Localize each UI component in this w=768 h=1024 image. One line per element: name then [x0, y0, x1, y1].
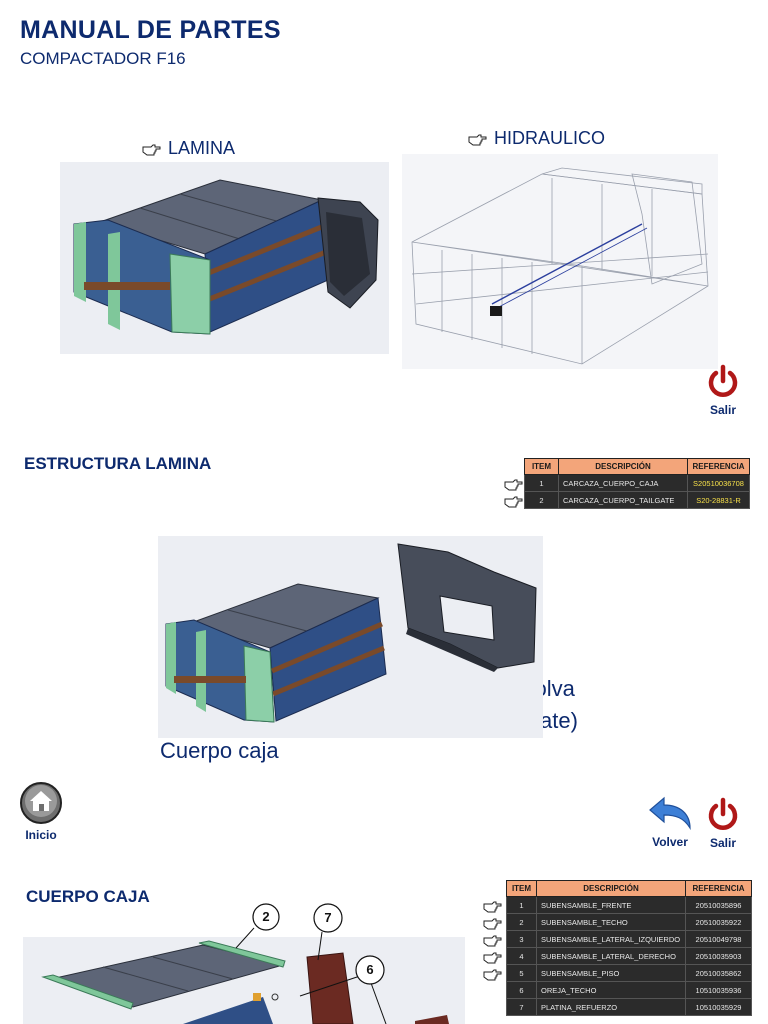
row-ref-link[interactable]: S20510036708: [687, 474, 750, 492]
cuerpo-exploded-image: [23, 937, 465, 1024]
estructura-render-image: [158, 536, 543, 738]
table-row: 7 PLATINA_REFUERZO 10510035929: [506, 998, 752, 1016]
lamina-render-image[interactable]: [60, 162, 389, 354]
row-desc: SUBENSAMBLE_LATERAL_IZQUIERDO: [536, 930, 686, 948]
estructura-section-title: ESTRUCTURA LAMINA: [24, 454, 212, 473]
row-item: 6: [506, 981, 537, 999]
row-desc: PLATINA_REFUERZO: [536, 998, 686, 1016]
power-icon: [708, 797, 738, 830]
estructura-parts-table: ITEM DESCRIPCIÓN REFERENCIA 1 CARCAZA_CU…: [524, 458, 750, 509]
table-row[interactable]: 2 CARCAZA_CUERPO_TAILGATE S20-28831-R: [524, 491, 750, 509]
row-link-5[interactable]: [483, 965, 503, 982]
row-desc: CARCAZA_CUERPO_CAJA: [558, 474, 688, 492]
pointing-hand-icon: [483, 901, 502, 912]
row-ref: 20510035903: [685, 947, 752, 965]
row-desc: SUBENSAMBLE_LATERAL_DERECHO: [536, 947, 686, 965]
col-descripcion: DESCRIPCIÓN: [558, 458, 688, 475]
row-item: 1: [506, 896, 537, 914]
row-item: 3: [506, 930, 537, 948]
estructura-row-links: [504, 475, 524, 509]
home-icon: [20, 782, 62, 824]
pointing-hand-icon: [483, 969, 502, 980]
table-row[interactable]: 1 SUBENSAMBLE_FRENTE 20510035896: [506, 896, 752, 914]
exploded-view-render: [41, 940, 449, 1024]
body-and-tailgate-render: [165, 543, 537, 723]
col-referencia: REFERENCIA: [687, 458, 750, 475]
row-link-1[interactable]: [504, 475, 524, 492]
row-item: 2: [524, 491, 559, 509]
row-ref: 20510035896: [685, 896, 752, 914]
row-link-2[interactable]: [483, 914, 503, 931]
volver-button-label: Volver: [652, 835, 688, 849]
row-ref: 10510035929: [685, 998, 752, 1016]
page-title: MANUAL DE PARTES: [20, 16, 281, 44]
row-item: 7: [506, 998, 537, 1016]
hidraulico-link-label: HIDRAULICO: [494, 128, 606, 148]
table-row[interactable]: 3 SUBENSAMBLE_LATERAL_IZQUIERDO 20510049…: [506, 930, 752, 948]
cuerpo-parts-table: ITEM DESCRIPCIÓN REFERENCIA 1 SUBENSAMBL…: [506, 880, 752, 1016]
row-item: 5: [506, 964, 537, 982]
col-referencia: REFERENCIA: [685, 880, 752, 897]
row-ref: 20510035862: [685, 964, 752, 982]
pointing-hand-icon: [483, 952, 502, 963]
col-item: ITEM: [524, 458, 559, 475]
page-subtitle: COMPACTADOR F16: [20, 49, 186, 68]
hydraulic-wireframe-render: [411, 167, 709, 365]
row-desc: OREJA_TECHO: [536, 981, 686, 999]
power-icon: [708, 364, 738, 397]
row-ref: 10510035936: [685, 981, 752, 999]
pointing-hand-icon: [142, 144, 161, 155]
table-row[interactable]: 2 SUBENSAMBLE_TECHO 20510035922: [506, 913, 752, 931]
table-row: 6 OREJA_TECHO 10510035936: [506, 981, 752, 999]
callout-7: 7: [324, 910, 332, 925]
volver-button[interactable]: Volver: [644, 794, 696, 849]
table-row[interactable]: 5 SUBENSAMBLE_PISO 20510035862: [506, 964, 752, 982]
table-row[interactable]: 4 SUBENSAMBLE_LATERAL_DERECHO 2051003590…: [506, 947, 752, 965]
lamina-link[interactable]: LAMINA: [142, 138, 235, 159]
callout-6: 6: [366, 962, 374, 977]
row-link-3[interactable]: [483, 931, 503, 948]
callout-2: 2: [262, 909, 270, 924]
col-descripcion: DESCRIPCIÓN: [536, 880, 686, 897]
row-ref: 20510049798: [685, 930, 752, 948]
lamina-link-label: LAMINA: [168, 138, 236, 158]
row-item: 1: [524, 474, 559, 492]
hidraulico-render-image[interactable]: [402, 154, 718, 369]
pointing-hand-icon: [483, 918, 502, 929]
tolva-caption-line2: ate): [540, 708, 578, 733]
cuerpo-section-title: CUERPO CAJA: [26, 887, 150, 906]
salir-button-label: Salir: [709, 403, 736, 417]
row-desc: SUBENSAMBLE_TECHO: [536, 913, 686, 931]
col-item: ITEM: [506, 880, 537, 897]
row-link-2[interactable]: [504, 492, 524, 509]
row-desc: CARCAZA_CUERPO_TAILGATE: [558, 491, 688, 509]
pointing-hand-icon: [483, 935, 502, 946]
table-row[interactable]: 1 CARCAZA_CUERPO_CAJA S20510036708: [524, 474, 750, 492]
row-link-1[interactable]: [483, 897, 503, 914]
hidraulico-link[interactable]: HIDRAULICO: [468, 128, 605, 149]
inicio-button[interactable]: Inicio: [16, 781, 66, 842]
pointing-hand-icon: [468, 134, 487, 145]
row-desc: SUBENSAMBLE_FRENTE: [536, 896, 686, 914]
cuerpo-row-links: [483, 897, 503, 982]
salir-button-label: Salir: [709, 836, 736, 850]
row-link-4[interactable]: [483, 948, 503, 965]
compactor-body-render: [73, 179, 379, 335]
row-ref: 20510035922: [685, 913, 752, 931]
salir-button[interactable]: Salir: [700, 364, 746, 417]
back-arrow-icon: [649, 796, 691, 831]
row-desc: SUBENSAMBLE_PISO: [536, 964, 686, 982]
row-ref-link[interactable]: S20-28831-R: [687, 491, 750, 509]
pointing-hand-icon: [504, 479, 523, 490]
salir-button-2[interactable]: Salir: [700, 797, 746, 850]
inicio-button-label: Inicio: [25, 828, 57, 842]
row-item: 2: [506, 913, 537, 931]
row-item: 4: [506, 947, 537, 965]
cuerpo-caja-caption: Cuerpo caja: [160, 738, 279, 763]
pointing-hand-icon: [504, 496, 523, 507]
